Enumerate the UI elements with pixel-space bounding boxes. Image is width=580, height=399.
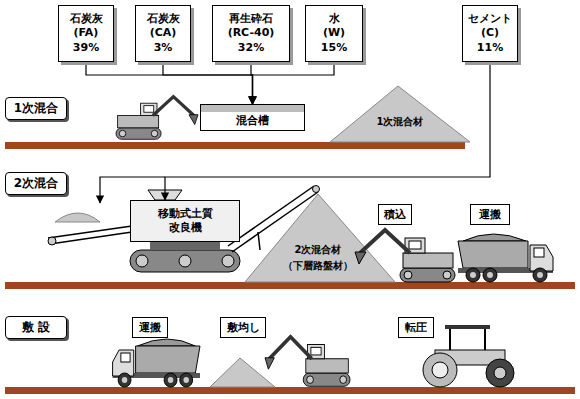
node-text: 32% <box>238 41 264 55</box>
pile-label: 2次混合材 <box>295 243 342 257</box>
stage-label: 2次混合 <box>5 172 67 195</box>
flow-arrow <box>163 62 253 104</box>
flow-arrow <box>86 62 253 104</box>
pile-label: （下層路盤材） <box>283 259 353 273</box>
node-text: (W) <box>323 26 345 40</box>
material-box: 石炭灰(FA)39% <box>58 5 114 62</box>
pile-label: 1次混合材 <box>377 115 424 129</box>
node-text: 敷 設 <box>22 319 50 336</box>
step-label: 積込 <box>378 204 412 225</box>
step-label: 敷均し <box>220 317 266 338</box>
stage-label: 敷 設 <box>5 316 67 339</box>
material-box: 水(W)15% <box>305 5 363 62</box>
soil-improver: 移動式土質 改良機 <box>130 200 240 242</box>
flow-arrow <box>165 62 490 200</box>
node-text: 3% <box>154 41 173 55</box>
node-text: 1次混合 <box>14 100 58 117</box>
node-text: 運搬 <box>479 207 501 222</box>
node-text: (C) <box>481 26 499 40</box>
node-text: 移動式土質 改良機 <box>154 207 216 236</box>
node-text: 積込 <box>384 207 406 222</box>
material-box: セメント(C)11% <box>462 5 518 62</box>
node-text: セメント <box>468 12 512 26</box>
step-label: 運搬 <box>132 317 168 338</box>
flow-arrow <box>253 62 335 104</box>
step-label: 転圧 <box>398 317 434 338</box>
node-text: 11% <box>477 41 503 55</box>
node-text: (FA) <box>74 26 99 40</box>
node-text: 2次混合 <box>14 175 58 192</box>
node-text: 石炭灰 <box>70 12 103 26</box>
node-text: (RC-40) <box>228 26 275 40</box>
node-text: 39% <box>73 41 99 55</box>
mixing-tank: 混合槽 <box>200 104 305 131</box>
node-text: 石炭灰 <box>147 12 180 26</box>
material-box: 石炭灰(CA)3% <box>135 5 191 62</box>
stage-label: 1次混合 <box>5 97 67 120</box>
node-text: (CA) <box>150 26 177 40</box>
node-text: 再生砕石 <box>229 12 273 26</box>
material-box: 再生砕石(RC-40)32% <box>212 5 290 62</box>
node-text: 転圧 <box>405 320 427 335</box>
node-text: 水 <box>329 12 340 26</box>
node-text: 運搬 <box>139 320 161 335</box>
node-text: 15% <box>321 41 347 55</box>
step-label: 運搬 <box>470 204 510 225</box>
node-text: 混合槽 <box>236 113 269 128</box>
node-text: 敷均し <box>227 320 260 335</box>
